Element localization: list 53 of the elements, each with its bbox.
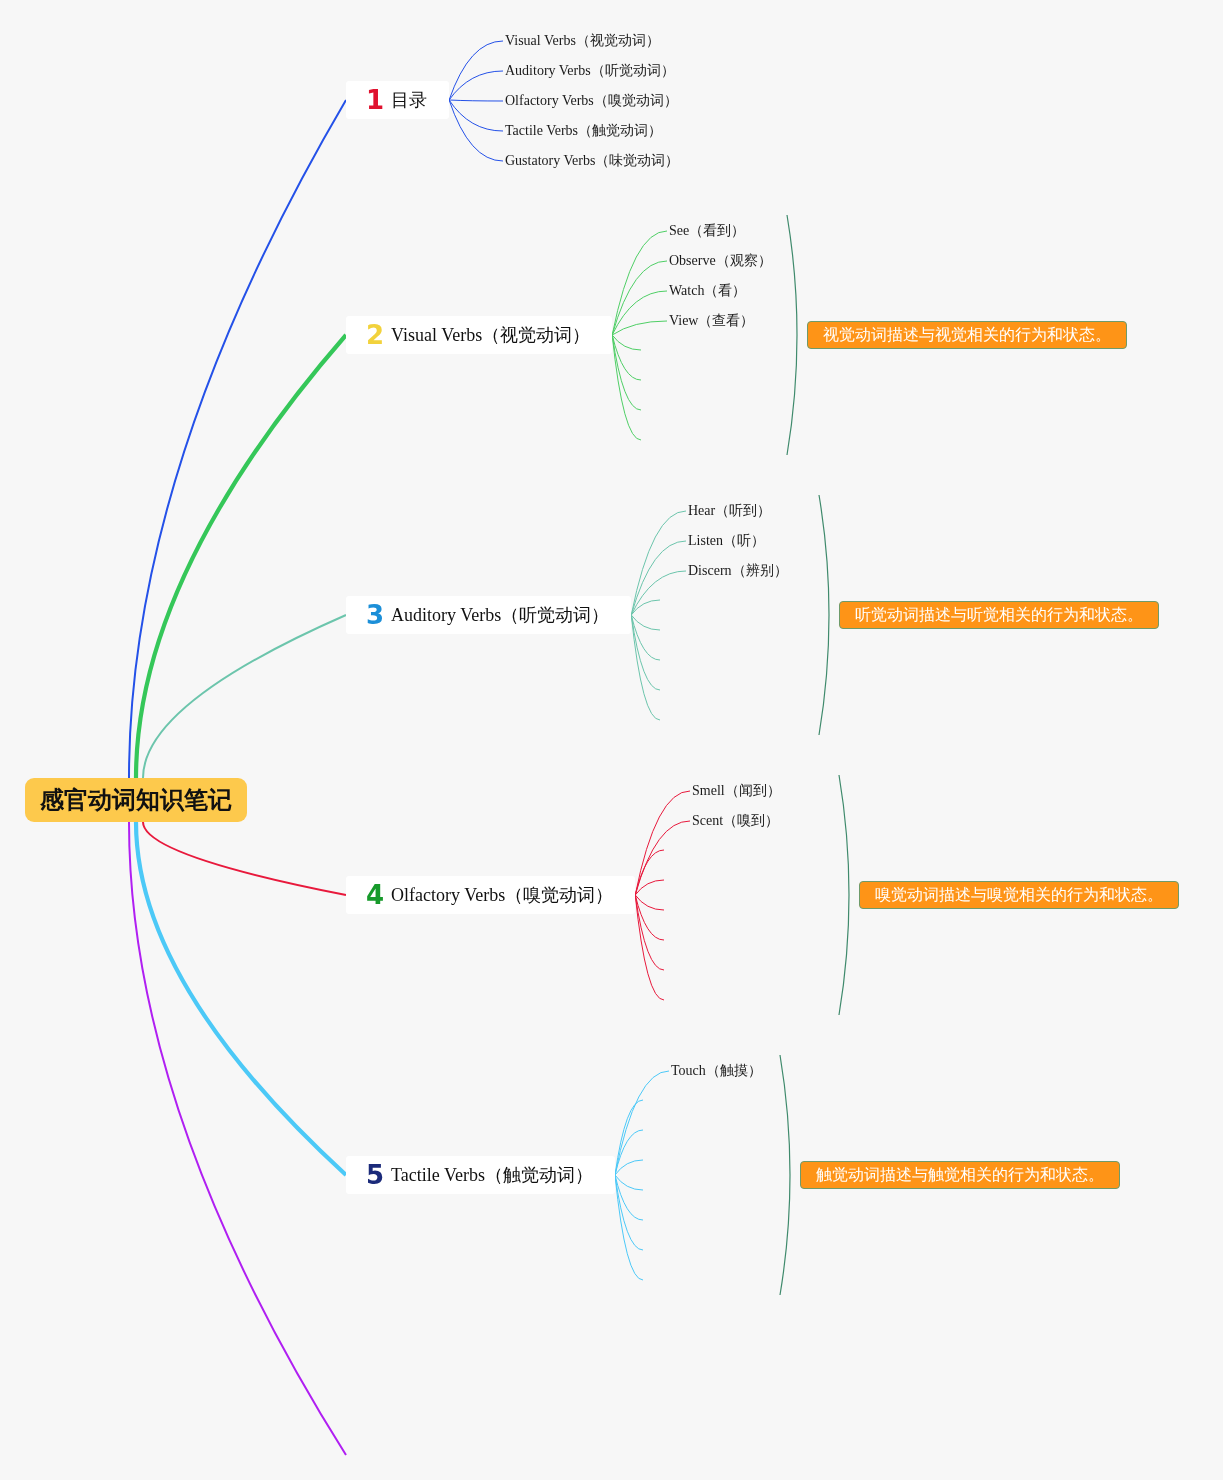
topic-number: 1 [366, 85, 385, 115]
branch-line [634, 894, 665, 911]
topic-box [346, 1156, 615, 1194]
branch-line [448, 99, 504, 102]
subtopic-label: Touch（触摸） [671, 1063, 762, 1079]
topic-number: 2 [366, 320, 385, 350]
summary-callout: 嗅觉动词描述与嗅觉相关的行为和状态。 [859, 881, 1179, 909]
branch-line [630, 614, 661, 631]
subtopic-label: Hear（听到） [688, 503, 772, 519]
subtopic-label: Smell（闻到） [692, 783, 781, 799]
topic-box [346, 596, 632, 634]
branch-line [611, 320, 668, 336]
subtopic-label: Watch（看） [669, 283, 747, 299]
subtopic-label: Observe（观察） [669, 253, 772, 269]
subtopic-label: Discern（辨别） [688, 563, 788, 579]
topic-label: 目录 [391, 89, 428, 112]
subtopic-label: See（看到） [669, 223, 746, 239]
branch-line [133, 821, 348, 1177]
topic-box [346, 81, 450, 119]
subtopic-label: Gustatory Verbs（味觉动词） [505, 153, 680, 169]
topic-number: 4 [366, 880, 385, 910]
branch-line [630, 599, 661, 616]
branch-line [142, 614, 347, 779]
topic-box [346, 876, 636, 914]
subtopic-label: Auditory Verbs（听觉动词） [505, 63, 675, 79]
summary-callout: 视觉动词描述与视觉相关的行为和状态。 [807, 321, 1127, 349]
subtopic-label: View（查看） [669, 313, 755, 329]
topic-box [346, 316, 613, 354]
subtopic-label: Visual Verbs（视觉动词） [505, 33, 660, 49]
branch-line [128, 821, 347, 1456]
branch-line [448, 70, 504, 101]
topic-label: Tactile Verbs（触觉动词） [391, 1164, 593, 1187]
topic-label: Visual Verbs（视觉动词） [391, 324, 591, 347]
branch-line [614, 1174, 644, 1191]
topic-label: Auditory Verbs（听觉动词） [391, 604, 610, 627]
branch-line [142, 821, 347, 896]
subtopic-label: Scent（嗅到） [692, 813, 780, 829]
branch-line [133, 333, 348, 779]
branch-line [614, 1129, 644, 1176]
topic-number: 3 [366, 600, 385, 630]
topic-number: 5 [366, 1160, 385, 1190]
branch-line [448, 99, 504, 132]
topic-label: Olfactory Verbs（嗅觉动词） [391, 884, 614, 907]
subtopic-label: Listen（听） [688, 533, 765, 549]
branch-line [611, 334, 642, 351]
subtopic-label: Tactile Verbs（触觉动词） [505, 123, 662, 139]
branch-line [128, 99, 347, 779]
summary-callout: 触觉动词描述与触觉相关的行为和状态。 [800, 1161, 1120, 1189]
summary-callout: 听觉动词描述与听觉相关的行为和状态。 [839, 601, 1159, 629]
central-topic: 感官动词知识笔记 [25, 778, 247, 822]
branch-line [614, 1159, 644, 1176]
subtopic-label: Olfactory Verbs（嗅觉动词） [505, 93, 678, 109]
branch-line [634, 879, 665, 896]
